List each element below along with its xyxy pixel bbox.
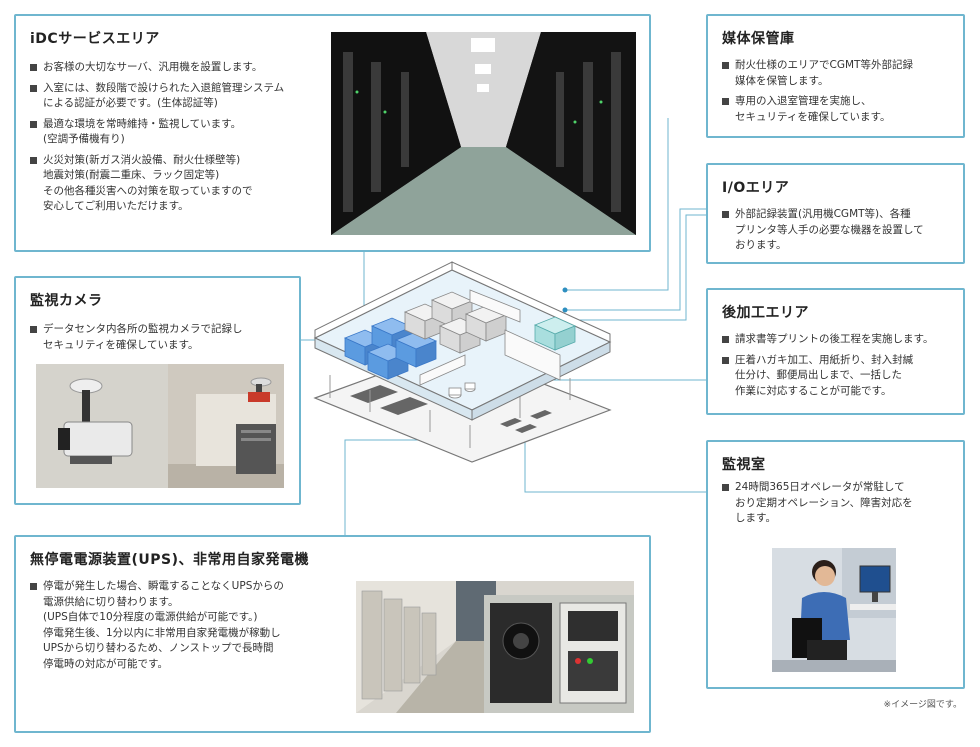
connector-io-1	[565, 208, 707, 311]
idc-bullet-4: 火災対策(新ガス消火設備、耐火仕様壁等)地震対策(耐震二重床、ラック固定等)その…	[30, 153, 284, 215]
ups-title: 無停電電源装置(UPS)、非常用自家発電機	[30, 552, 310, 568]
ups-bullet-1: 停電が発生した場合、瞬電することなくUPSからの 電源供給に切り替わります。 (…	[30, 579, 284, 672]
media-bullet-1: 耐火仕様のエリアでCGMT等外部記録媒体を保管します。	[722, 58, 913, 89]
post-title: 後加工エリア	[722, 305, 809, 321]
monitoring-room-panel: 監視室 24時間365日オペレータが常駐しており定期オペレーション、障害対応をし…	[706, 440, 965, 689]
image-note: ※イメージ図です。	[883, 700, 962, 710]
io-area-panel: I/Oエリア 外部記録装置(汎用機CGMT等)、各種プリンタ等人手の必要な機器を…	[706, 163, 965, 264]
ups-generator-photo	[356, 581, 634, 713]
post-bullet-list: 請求書等プリントの後工程を実施します。 圧着ハガキ加工、用紙折り、封入封緘仕分け…	[722, 332, 933, 404]
ups-generator-panel: 無停電電源装置(UPS)、非常用自家発電機 停電が発生した場合、瞬電することなく…	[14, 535, 651, 733]
server-room-photo	[331, 32, 636, 235]
camera-title: 監視カメラ	[30, 293, 103, 309]
io-bullet-list: 外部記録装置(汎用機CGMT等)、各種プリンタ等人手の必要な機器を設置しておりま…	[722, 207, 924, 259]
media-bullet-2: 専用の入退室管理を実施し、セキュリティを確保しています。	[722, 94, 913, 125]
io-title: I/Oエリア	[722, 180, 790, 196]
post-processing-panel: 後加工エリア 請求書等プリントの後工程を実施します。 圧着ハガキ加工、用紙折り、…	[706, 288, 965, 415]
post-bullet-1: 請求書等プリントの後工程を実施します。	[722, 332, 933, 348]
camera-bullet-1: データセンタ内各所の監視カメラで記録しセキュリティを確保しています。	[30, 322, 243, 353]
media-title: 媒体保管庫	[722, 31, 795, 47]
idc-title: iDCサービスエリア	[30, 31, 160, 47]
idc-bullet-list: お客様の大切なサーバ、汎用機を設置します。 入室には、数段階で設けられた入退館管…	[30, 60, 284, 220]
idc-bullet-2: 入室には、数段階で設けられた入退館管理システムによる認証が必要です。(生体認証等…	[30, 81, 284, 112]
idc-service-area-panel: iDCサービスエリア お客様の大切なサーバ、汎用機を設置します。 入室には、数段…	[14, 14, 651, 252]
surveillance-camera-panel: 監視カメラ データセンタ内各所の監視カメラで記録しセキュリティを確保しています。	[14, 276, 301, 505]
connector-ups	[344, 439, 430, 535]
post-bullet-2: 圧着ハガキ加工、用紙折り、封入封緘仕分け、郵便局出しまで、一括した作業に対応する…	[722, 353, 933, 400]
io-bullet-1: 外部記録装置(汎用機CGMT等)、各種プリンタ等人手の必要な機器を設置しておりま…	[722, 207, 924, 254]
monitor-bullet-list: 24時間365日オペレータが常駐しており定期オペレーション、障害対応をします。	[722, 480, 913, 532]
idc-bullet-1: お客様の大切なサーバ、汎用機を設置します。	[30, 60, 284, 76]
connector-io-2	[555, 214, 707, 321]
media-bullet-list: 耐火仕様のエリアでCGMT等外部記録媒体を保管します。 専用の入退室管理を実施し…	[722, 58, 913, 130]
surveillance-camera-photo	[36, 364, 284, 488]
monitor-bullet-1: 24時間365日オペレータが常駐しており定期オペレーション、障害対応をします。	[722, 480, 913, 527]
ups-bullet-list: 停電が発生した場合、瞬電することなくUPSからの 電源供給に切り替わります。 (…	[30, 579, 284, 677]
monitor-title: 監視室	[722, 457, 766, 473]
operator-photo	[772, 548, 896, 672]
connector-media	[565, 118, 669, 291]
media-storage-panel: 媒体保管庫 耐火仕様のエリアでCGMT等外部記録媒体を保管します。 専用の入退室…	[706, 14, 965, 138]
idc-bullet-3: 最適な環境を常時維持・監視しています。(空調予備機有り)	[30, 117, 284, 148]
camera-bullet-list: データセンタ内各所の監視カメラで記録しセキュリティを確保しています。	[30, 322, 243, 358]
